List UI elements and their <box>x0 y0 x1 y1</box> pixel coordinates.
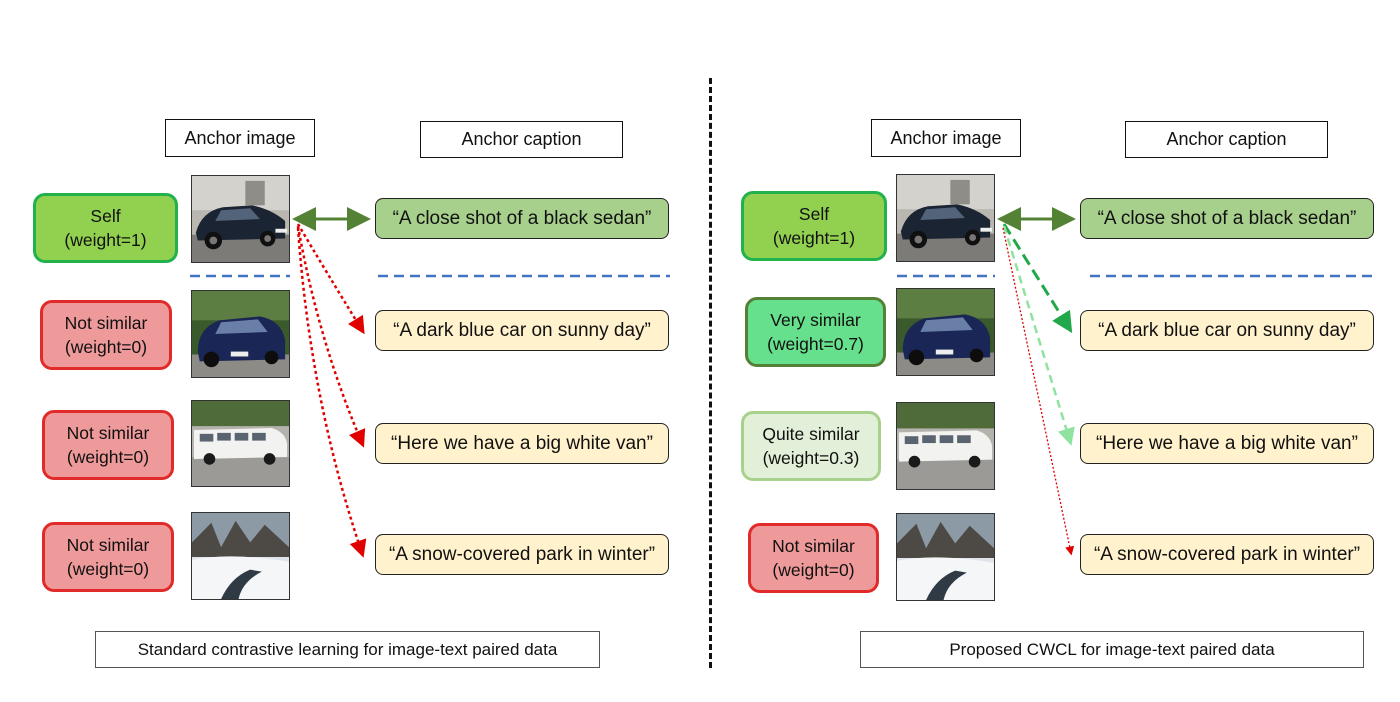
right-weight-very-similar: Very similar (weight=0.7) <box>745 297 886 367</box>
right-anchor-image-label: Anchor image <box>871 119 1021 157</box>
left-weight-not-similar-2: Not similar (weight=0) <box>42 410 174 480</box>
left-anchor-image-label: Anchor image <box>165 119 315 157</box>
left-black-sedan-image <box>191 175 290 263</box>
right-footer: Proposed CWCL for image-text paired data <box>860 631 1364 668</box>
weight-title: Quite similar <box>762 424 860 444</box>
weight-value: (weight=0) <box>772 560 855 580</box>
weight-title: Not similar <box>66 535 150 555</box>
panel-divider <box>709 78 712 668</box>
weight-title: Self <box>798 204 830 224</box>
left-weight-not-similar-1: Not similar (weight=0) <box>40 300 172 370</box>
left-caption-white-van: “Here we have a big white van” <box>375 423 669 464</box>
right-weight-quite-similar: Quite similar (weight=0.3) <box>741 411 881 481</box>
left-caption-sedan: “A close shot of a black sedan” <box>375 198 669 239</box>
left-snowy-park-image <box>191 512 290 600</box>
left-negative-arrow-1 <box>296 223 365 335</box>
weight-title: Very similar <box>770 310 861 330</box>
right-not-similar-arrow <box>1002 227 1075 556</box>
right-white-van-image <box>896 402 995 490</box>
right-caption-blue-car: “A dark blue car on sunny day” <box>1080 310 1374 351</box>
right-very-similar-arrow <box>1002 223 1073 334</box>
weight-value: (weight=0.3) <box>762 448 860 468</box>
weight-title: Not similar <box>66 423 150 443</box>
right-snowy-park-image <box>896 513 995 601</box>
weight-value: (weight=1) <box>772 228 856 248</box>
weight-value: (weight=0.7) <box>767 334 864 354</box>
right-caption-white-van: “Here we have a big white van” <box>1080 423 1374 464</box>
left-caption-snowy-park: “A snow-covered park in winter” <box>375 534 669 575</box>
right-blue-car-image <box>896 288 995 376</box>
weight-value: (weight=0) <box>66 447 150 467</box>
weight-title: Self <box>90 206 121 226</box>
right-caption-sedan: “A close shot of a black sedan” <box>1080 198 1374 239</box>
left-weight-self: Self (weight=1) <box>33 193 178 263</box>
weight-value: (weight=1) <box>64 230 147 250</box>
left-anchor-caption-label: Anchor caption <box>420 121 623 158</box>
weight-title: Not similar <box>772 536 855 556</box>
left-weight-not-similar-3: Not similar (weight=0) <box>42 522 174 592</box>
left-footer: Standard contrastive learning for image-… <box>95 631 600 668</box>
weight-title: Not similar <box>64 313 148 333</box>
right-weight-not-similar: Not similar (weight=0) <box>748 523 879 593</box>
left-caption-blue-car: “A dark blue car on sunny day” <box>375 310 669 351</box>
weight-value: (weight=0) <box>66 559 150 579</box>
right-weight-self: Self (weight=1) <box>741 191 887 261</box>
right-anchor-caption-label: Anchor caption <box>1125 121 1328 158</box>
right-caption-snowy-park: “A snow-covered park in winter” <box>1080 534 1374 575</box>
left-white-van-image <box>191 400 290 487</box>
right-quite-similar-arrow <box>1002 225 1075 446</box>
left-negative-arrow-2 <box>296 225 366 448</box>
left-blue-car-image <box>191 290 290 378</box>
weight-value: (weight=0) <box>64 337 148 357</box>
right-black-sedan-image <box>896 174 995 262</box>
left-negative-arrow-3 <box>296 227 367 558</box>
